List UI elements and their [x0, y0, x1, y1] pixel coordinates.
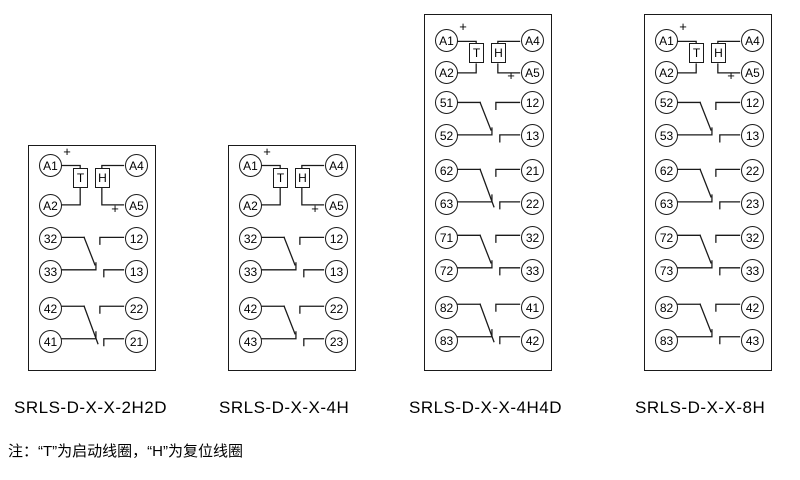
contact-terminal: 23	[741, 192, 764, 215]
terminal-a1: A1	[39, 154, 62, 177]
contact-terminal: 73	[655, 259, 678, 282]
contact-terminal: 12	[125, 227, 148, 250]
contact-terminal: 53	[655, 124, 678, 147]
contact-terminal: 63	[435, 192, 458, 215]
reset-coil-h: H	[711, 43, 726, 63]
contact-terminal: 42	[239, 297, 262, 320]
contact-terminal: 12	[325, 227, 348, 250]
wiring-lines-8h	[675, 40, 741, 345]
contact-terminal: 12	[741, 91, 764, 114]
start-coil-t: T	[73, 168, 88, 188]
contact-terminal: 32	[741, 226, 764, 249]
contact-terminal: 62	[655, 159, 678, 182]
diagram-4h4d: A1 A4 A2 A5 T H + + 51 12 52 13 62 21 63…	[424, 14, 552, 371]
polarity-plus-top: +	[263, 144, 271, 159]
polarity-plus-top: +	[679, 19, 687, 34]
contact-terminal: 82	[655, 296, 678, 319]
coil-note: 注：“T”为启动线圈，“H”为复位线圈	[8, 443, 243, 460]
contact-terminal: 32	[39, 227, 62, 250]
polarity-plus-bottom: +	[111, 201, 119, 216]
terminal-a4: A4	[741, 29, 764, 52]
contact-terminal: 62	[435, 159, 458, 182]
contact-terminal: 33	[39, 260, 62, 283]
contact-terminal: 22	[325, 297, 348, 320]
contact-terminal: 33	[521, 259, 544, 282]
start-coil-t: T	[469, 43, 484, 63]
reset-coil-h: H	[295, 168, 310, 188]
contact-terminal: 33	[239, 260, 262, 283]
contact-terminal: 32	[521, 226, 544, 249]
terminal-a5: A5	[125, 194, 148, 217]
terminal-a2: A2	[435, 61, 458, 84]
start-coil-t: T	[689, 43, 704, 63]
contact-terminal: 42	[521, 329, 544, 352]
contact-terminal: 51	[435, 91, 458, 114]
terminal-a2: A2	[39, 194, 62, 217]
polarity-plus-top: +	[63, 144, 71, 159]
terminal-a1: A1	[655, 29, 678, 52]
terminal-a5: A5	[741, 61, 764, 84]
terminal-a5: A5	[521, 61, 544, 84]
contact-terminal: 13	[521, 124, 544, 147]
contact-terminal: 13	[125, 260, 148, 283]
wiring-lines-4h4d	[455, 40, 521, 345]
wiring-lines-4h	[259, 164, 325, 347]
contact-terminal: 83	[655, 329, 678, 352]
terminal-a1: A1	[239, 154, 262, 177]
contact-terminal: 52	[655, 91, 678, 114]
contact-terminal: 32	[239, 227, 262, 250]
contact-terminal: 52	[435, 124, 458, 147]
contact-terminal: 13	[741, 124, 764, 147]
contact-terminal: 83	[435, 329, 458, 352]
reset-coil-h: H	[95, 168, 110, 188]
contact-terminal: 63	[655, 192, 678, 215]
contact-terminal: 71	[435, 226, 458, 249]
contact-terminal: 41	[39, 330, 62, 353]
contact-terminal: 22	[741, 159, 764, 182]
model-label-2h2d: SRLS-D-X-X-2H2D	[14, 398, 167, 417]
terminal-a2: A2	[655, 61, 678, 84]
contact-terminal: 21	[125, 330, 148, 353]
diagram-2h2d: A1 A4 A2 A5 T H + + 32 12 33 13 42 22 41…	[28, 145, 156, 371]
contact-terminal: 22	[125, 297, 148, 320]
terminal-a1: A1	[435, 29, 458, 52]
terminal-a4: A4	[521, 29, 544, 52]
contact-terminal: 22	[521, 192, 544, 215]
contact-terminal: 21	[521, 159, 544, 182]
model-label-4h: SRLS-D-X-X-4H	[219, 398, 350, 417]
contact-terminal: 72	[435, 259, 458, 282]
contact-terminal: 41	[521, 296, 544, 319]
diagram-8h: A1 A4 A2 A5 T H + + 52 12 53 13 62 22 63…	[644, 14, 772, 371]
contact-terminal: 82	[435, 296, 458, 319]
contact-terminal: 33	[741, 259, 764, 282]
contact-terminal: 72	[655, 226, 678, 249]
terminal-a2: A2	[239, 194, 262, 217]
reset-coil-h: H	[491, 43, 506, 63]
diagram-4h: A1 A4 A2 A5 T H + + 32 12 33 13 42 22 43…	[228, 145, 356, 371]
polarity-plus-bottom: +	[507, 68, 515, 83]
contact-terminal: 42	[741, 296, 764, 319]
terminal-a4: A4	[125, 154, 148, 177]
contact-terminal: 43	[741, 329, 764, 352]
contact-terminal: 42	[39, 297, 62, 320]
polarity-plus-top: +	[459, 19, 467, 34]
wiring-lines-2h2d	[59, 164, 125, 347]
start-coil-t: T	[273, 168, 288, 188]
terminal-a4: A4	[325, 154, 348, 177]
terminal-a5: A5	[325, 194, 348, 217]
contact-terminal: 43	[239, 330, 262, 353]
polarity-plus-bottom: +	[311, 201, 319, 216]
contact-terminal: 12	[521, 91, 544, 114]
contact-terminal: 23	[325, 330, 348, 353]
model-label-4h4d: SRLS-D-X-X-4H4D	[409, 398, 562, 417]
contact-terminal: 13	[325, 260, 348, 283]
model-label-8h: SRLS-D-X-X-8H	[635, 398, 766, 417]
polarity-plus-bottom: +	[727, 68, 735, 83]
